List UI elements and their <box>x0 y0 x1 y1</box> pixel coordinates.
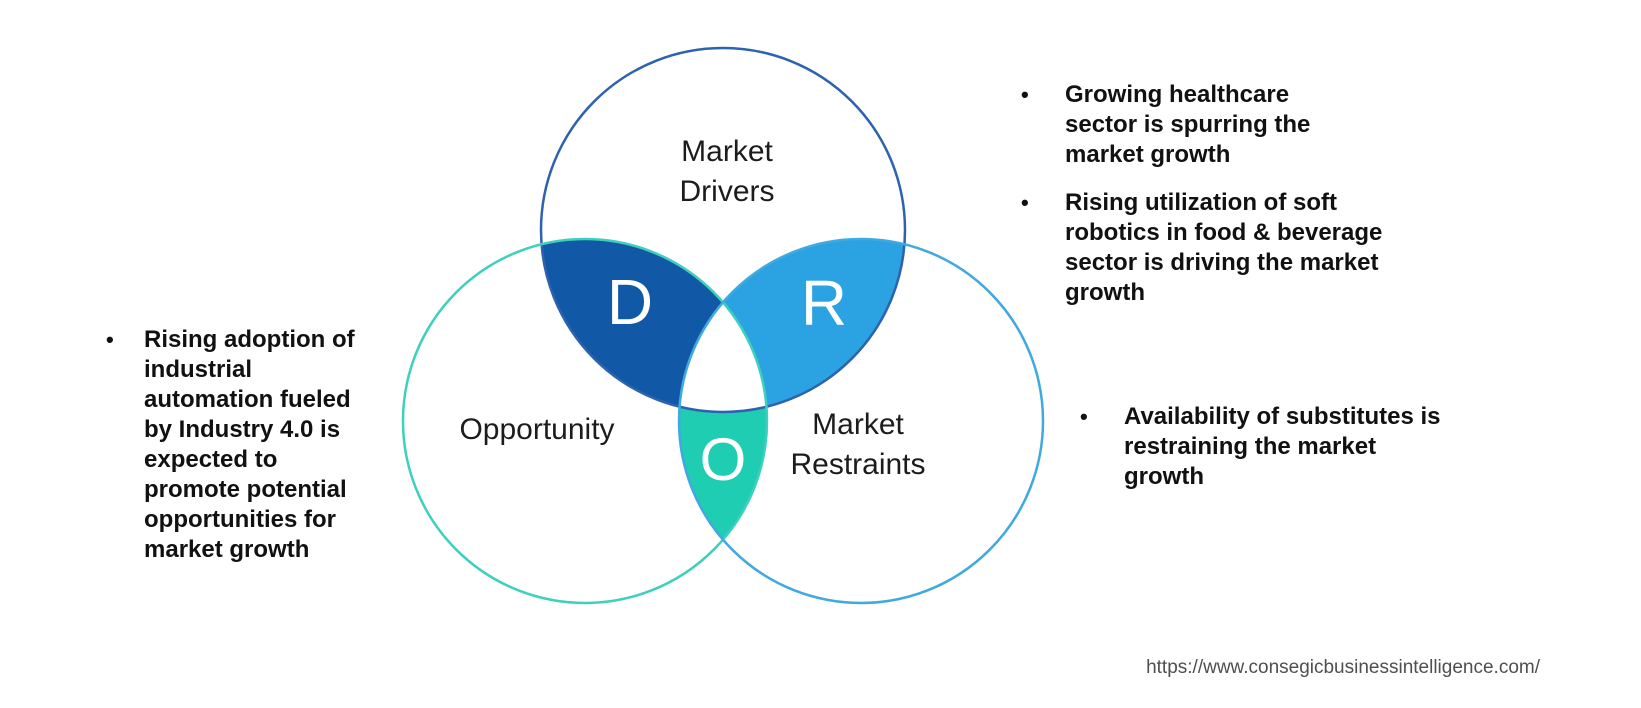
list-item: • Availability of substitutes is restrai… <box>1080 402 1456 492</box>
opportunity-label: Opportunity <box>459 413 615 446</box>
market-drivers-label: Market Drivers <box>679 135 775 208</box>
restraints-circle-outline <box>677 237 1045 605</box>
drivers-circle-outline <box>539 46 907 414</box>
list-item: • Rising utilization of soft robotics in… <box>1021 188 1391 308</box>
opportunity-circle-outline <box>401 237 769 605</box>
drivers-lens-letter: D <box>606 266 654 338</box>
drivers-note-text-1: Growing healthcare sector is spurring th… <box>1065 81 1311 168</box>
market-restraints-label: Market Restraints <box>790 408 926 481</box>
restraints-note-text: Availability of substitutes is restraini… <box>1124 403 1441 490</box>
drivers-opportunity-lens <box>541 239 767 412</box>
bullet-icon: • <box>1080 404 1088 429</box>
bullet-icon: • <box>1021 82 1029 107</box>
drivers-note-text-2: Rising utilization of soft robotics in f… <box>1065 189 1383 306</box>
drivers-notes: • Growing healthcare sector is spurring … <box>1021 80 1391 308</box>
source-url: https://www.consegicbusinessintelligence… <box>1146 657 1540 678</box>
list-item: • Rising adoption of industrial automati… <box>106 325 359 565</box>
bullet-icon: • <box>106 327 114 352</box>
restraints-notes: • Availability of substitutes is restrai… <box>1080 402 1456 492</box>
restraints-lens-letter: R <box>800 267 848 339</box>
opportunity-lens-letter: O <box>699 426 747 493</box>
drivers-restraints-lens <box>679 239 905 412</box>
opportunity-note-text: Rising adoption of industrial automation… <box>144 326 355 563</box>
bullet-icon: • <box>1021 190 1029 215</box>
list-item: • Growing healthcare sector is spurring … <box>1021 80 1391 170</box>
opportunity-notes: • Rising adoption of industrial automati… <box>106 325 359 565</box>
